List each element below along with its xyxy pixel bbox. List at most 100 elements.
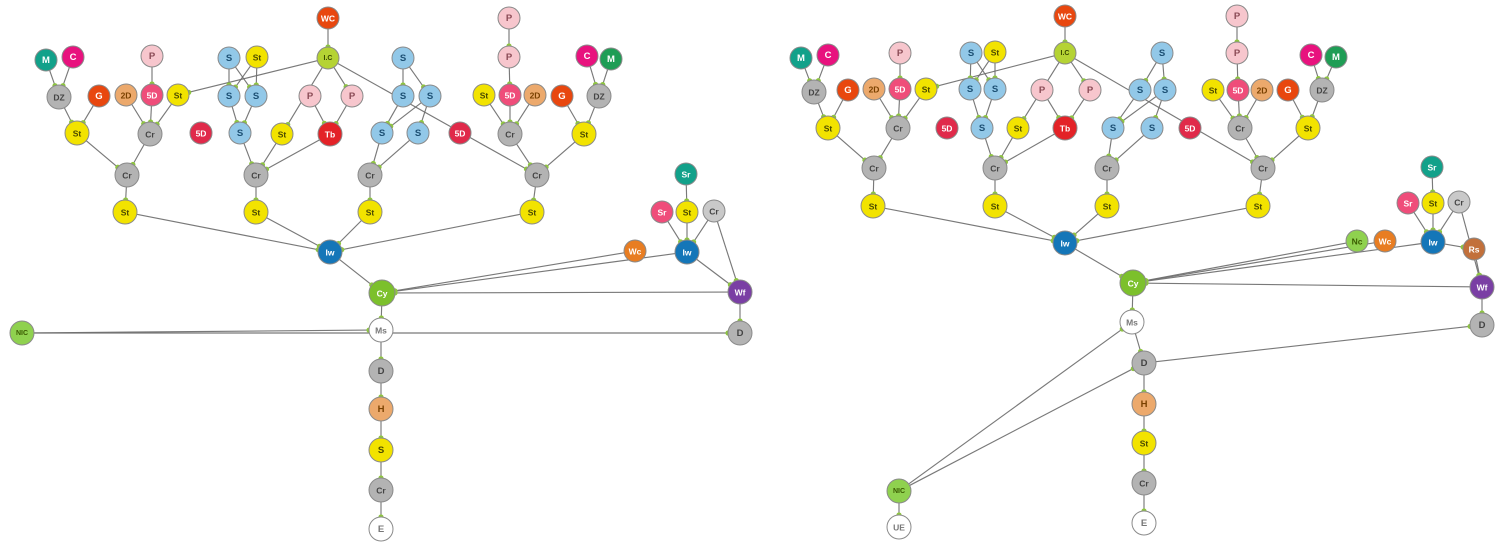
graph-node-st[interactable]: St: [245, 45, 269, 69]
node-circle[interactable]: [61, 45, 85, 69]
node-circle[interactable]: [1094, 193, 1120, 219]
node-circle[interactable]: [1119, 269, 1147, 297]
node-circle[interactable]: [1447, 190, 1471, 214]
node-circle[interactable]: [1250, 78, 1274, 102]
node-circle[interactable]: [317, 121, 343, 147]
node-circle[interactable]: [46, 84, 72, 110]
graph-node-m[interactable]: M: [599, 47, 623, 71]
graph-node-5d[interactable]: 5D: [1178, 116, 1202, 140]
graph-node-2d[interactable]: 2D: [114, 83, 138, 107]
graph-node-nic[interactable]: NIC: [886, 478, 912, 504]
graph-node-p[interactable]: P: [497, 6, 521, 30]
graph-node-st[interactable]: St: [166, 83, 190, 107]
node-circle[interactable]: [1140, 116, 1164, 140]
graph-node-s[interactable]: S: [958, 77, 982, 101]
node-circle[interactable]: [599, 47, 623, 71]
node-circle[interactable]: [550, 84, 574, 108]
graph-node-st[interactable]: St: [1131, 430, 1157, 456]
graph-node-h[interactable]: H: [368, 396, 394, 422]
node-circle[interactable]: [1094, 155, 1120, 181]
graph-node-p[interactable]: P: [888, 41, 912, 65]
graph-node-cr[interactable]: Cr: [1131, 470, 1157, 496]
node-circle[interactable]: [1345, 229, 1369, 253]
graph-node-st[interactable]: St: [675, 200, 699, 224]
graph-node-wc[interactable]: WC: [316, 6, 340, 30]
graph-node-g[interactable]: G: [836, 78, 860, 102]
graph-node-cr[interactable]: Cr: [861, 155, 887, 181]
node-circle[interactable]: [368, 516, 394, 542]
node-circle[interactable]: [114, 83, 138, 107]
graph-node-s[interactable]: S: [406, 121, 430, 145]
graph-node-cr[interactable]: Cr: [524, 162, 550, 188]
graph-node-st[interactable]: St: [1245, 193, 1271, 219]
graph-node-s[interactable]: S: [1101, 116, 1125, 140]
graph-node-cr[interactable]: Cr: [114, 162, 140, 188]
node-circle[interactable]: [1225, 41, 1249, 65]
graph-node-dz[interactable]: DZ: [586, 83, 612, 109]
node-circle[interactable]: [245, 45, 269, 69]
graph-node-cr[interactable]: Cr: [368, 477, 394, 503]
node-circle[interactable]: [958, 77, 982, 101]
node-circle[interactable]: [1053, 4, 1077, 28]
node-circle[interactable]: [914, 77, 938, 101]
graph-node-5d[interactable]: 5D: [448, 121, 472, 145]
node-circle[interactable]: [498, 83, 522, 107]
graph-node-5d[interactable]: 5D: [189, 121, 213, 145]
graph-node-sr[interactable]: Sr: [1420, 155, 1444, 179]
node-circle[interactable]: [519, 199, 545, 225]
graph-node-wc[interactable]: Wc: [623, 239, 647, 263]
node-circle[interactable]: [575, 44, 599, 68]
graph-node-e[interactable]: E: [368, 516, 394, 542]
graph-node-sr[interactable]: Sr: [1396, 191, 1420, 215]
node-circle[interactable]: [34, 48, 58, 72]
graph-node-iw[interactable]: Iw: [317, 239, 343, 265]
graph-node-2d[interactable]: 2D: [523, 83, 547, 107]
node-circle[interactable]: [1178, 116, 1202, 140]
node-circle[interactable]: [1276, 78, 1300, 102]
node-circle[interactable]: [675, 200, 699, 224]
graph-node-2d[interactable]: 2D: [862, 77, 886, 101]
node-circle[interactable]: [406, 121, 430, 145]
graph-node-st[interactable]: St: [1295, 115, 1321, 141]
graph-node-cr[interactable]: Cr: [885, 115, 911, 141]
node-circle[interactable]: [368, 317, 394, 343]
node-circle[interactable]: [497, 45, 521, 69]
node-circle[interactable]: [959, 41, 983, 65]
graph-node-st[interactable]: St: [243, 199, 269, 225]
node-circle[interactable]: [789, 46, 813, 70]
graph-node-s[interactable]: S: [228, 121, 252, 145]
graph-node-e[interactable]: E: [1131, 510, 1157, 536]
graph-node-st[interactable]: St: [914, 77, 938, 101]
graph-node-cr[interactable]: Cr: [702, 199, 726, 223]
node-circle[interactable]: [1226, 78, 1250, 102]
node-circle[interactable]: [357, 199, 383, 225]
node-circle[interactable]: [1295, 115, 1321, 141]
node-circle[interactable]: [1101, 116, 1125, 140]
graph-node-s[interactable]: S: [1150, 41, 1174, 65]
node-circle[interactable]: [1225, 4, 1249, 28]
graph-node-s[interactable]: S: [983, 77, 1007, 101]
node-circle[interactable]: [243, 162, 269, 188]
node-circle[interactable]: [1150, 41, 1174, 65]
graph-node-s[interactable]: S: [217, 84, 241, 108]
graph-node-st[interactable]: St: [112, 199, 138, 225]
graph-node-st[interactable]: St: [860, 193, 886, 219]
node-circle[interactable]: [1469, 274, 1495, 300]
node-circle[interactable]: [888, 41, 912, 65]
node-circle[interactable]: [983, 77, 1007, 101]
node-circle[interactable]: [836, 78, 860, 102]
node-circle[interactable]: [1131, 470, 1157, 496]
node-circle[interactable]: [982, 193, 1008, 219]
graph-node-5d[interactable]: 5D: [498, 83, 522, 107]
graph-node-p[interactable]: P: [298, 84, 322, 108]
graph-node-cr[interactable]: Cr: [243, 162, 269, 188]
graph-node-cr[interactable]: Cr: [1447, 190, 1471, 214]
graph-node-5d[interactable]: 5D: [1226, 78, 1250, 102]
graph-node-m[interactable]: M: [34, 48, 58, 72]
node-circle[interactable]: [586, 83, 612, 109]
node-circle[interactable]: [1052, 230, 1078, 256]
graph-node-st[interactable]: St: [1094, 193, 1120, 219]
node-circle[interactable]: [228, 121, 252, 145]
graph-node-wc[interactable]: Wc: [1373, 229, 1397, 253]
node-circle[interactable]: [244, 84, 268, 108]
